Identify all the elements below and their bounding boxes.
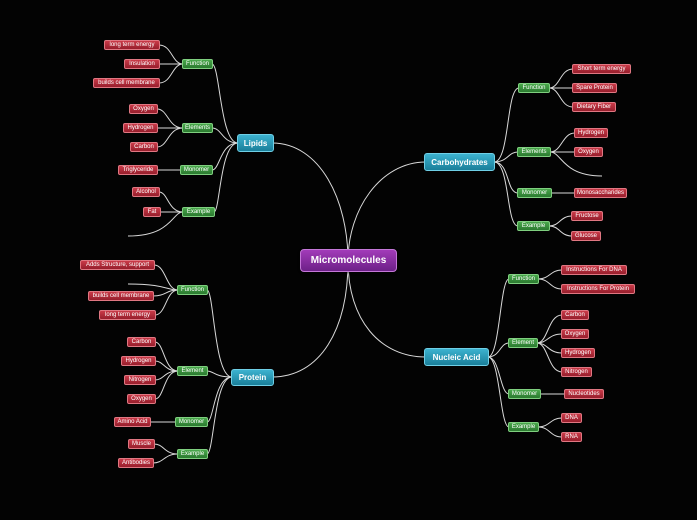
carbohydrates-example[interactable]: Example (517, 221, 550, 231)
lipids-elements[interactable]: Elements (182, 123, 213, 133)
nucleic-function-leaf[interactable]: Instructions For Protein (561, 284, 635, 294)
carbohydrates-function-leaf[interactable]: Spare Protein (572, 83, 617, 93)
carbohydrates-monomer[interactable]: Monomer (517, 188, 552, 198)
lipids-elements-leaf[interactable]: Hydrogen (123, 123, 158, 133)
protein-monomer-leaf[interactable]: Amino Acid (114, 417, 151, 427)
carbohydrates-function[interactable]: Function (518, 83, 550, 93)
lipids-function-leaf[interactable]: Insulation (124, 59, 160, 69)
root-node[interactable]: Micromolecules (300, 249, 397, 272)
lipids-monomer[interactable]: Monomer (180, 165, 213, 175)
branch-nucleic-acid[interactable]: Nucleic Acid (424, 348, 489, 366)
lipids-function-leaf[interactable]: long term energy (104, 40, 160, 50)
protein-example-leaf[interactable]: Muscle (128, 439, 155, 449)
protein-example[interactable]: Example (177, 449, 208, 459)
nucleic-element-leaf[interactable]: Carbon (561, 310, 589, 320)
carbohydrates-elements-leaf[interactable]: Hydrogen (574, 128, 608, 138)
carbohydrates-elements[interactable]: Elements (517, 147, 551, 157)
lipids-function[interactable]: Function (182, 59, 213, 69)
branch-carbohydrates[interactable]: Carbohydrates (424, 153, 495, 171)
lipids-elements-leaf[interactable]: Oxygen (129, 104, 158, 114)
nucleic-example[interactable]: Example (508, 422, 539, 432)
nucleic-element[interactable]: Element (508, 338, 538, 348)
carbohydrates-function-leaf[interactable]: Dietary Fiber (572, 102, 616, 112)
protein-element-leaf[interactable]: Hydrogen (121, 356, 156, 366)
carbohydrates-monomer-leaf[interactable]: Monosaccharides (574, 188, 627, 198)
lipids-example-leaf[interactable]: Fat (143, 207, 161, 217)
nucleic-function-leaf[interactable]: Instructions For DNA (561, 265, 627, 275)
lipids-example-leaf[interactable]: Alcohol (132, 187, 160, 197)
nucleic-element-leaf[interactable]: Hydrogen (561, 348, 595, 358)
protein-element-leaf[interactable]: Nitrogen (124, 375, 156, 385)
branch-protein[interactable]: Protein (231, 369, 274, 386)
carbohydrates-example-leaf[interactable]: Glucose (571, 231, 601, 241)
carbohydrates-example-leaf[interactable]: Fructose (571, 211, 603, 221)
nucleic-example-leaf[interactable]: DNA (561, 413, 582, 423)
nucleic-monomer[interactable]: Monomer (508, 389, 541, 399)
branch-lipids[interactable]: Lipids (237, 134, 274, 152)
protein-function[interactable]: Function (177, 285, 208, 295)
nucleic-example-leaf[interactable]: RNA (561, 432, 582, 442)
nucleic-function[interactable]: Function (508, 274, 539, 284)
protein-example-leaf[interactable]: Antibodies (118, 458, 154, 468)
protein-monomer[interactable]: Monomer (175, 417, 208, 427)
protein-function-leaf[interactable]: long term energy (99, 310, 156, 320)
protein-element[interactable]: Element (177, 366, 208, 376)
carbohydrates-elements-leaf[interactable]: Oxygen (574, 147, 603, 157)
lipids-elements-leaf[interactable]: Carbon (130, 142, 158, 152)
lipids-monomer-leaf[interactable]: Triglyceride (118, 165, 158, 175)
lipids-example[interactable]: Example (182, 207, 215, 217)
protein-element-leaf[interactable]: Oxygen (127, 394, 156, 404)
lipids-function-leaf[interactable]: builds cell membrane (93, 78, 160, 88)
carbohydrates-function-leaf[interactable]: Short term energy (572, 64, 631, 74)
nucleic-element-leaf[interactable]: Nitrogen (561, 367, 592, 377)
protein-function-leaf[interactable]: builds cell membrane (88, 291, 154, 301)
nucleic-element-leaf[interactable]: Oxygen (561, 329, 589, 339)
protein-element-leaf[interactable]: Carbon (127, 337, 156, 347)
nucleic-monomer-leaf[interactable]: Nucleotides (564, 389, 604, 399)
protein-function-leaf[interactable]: Adds Structure, support (80, 260, 155, 270)
